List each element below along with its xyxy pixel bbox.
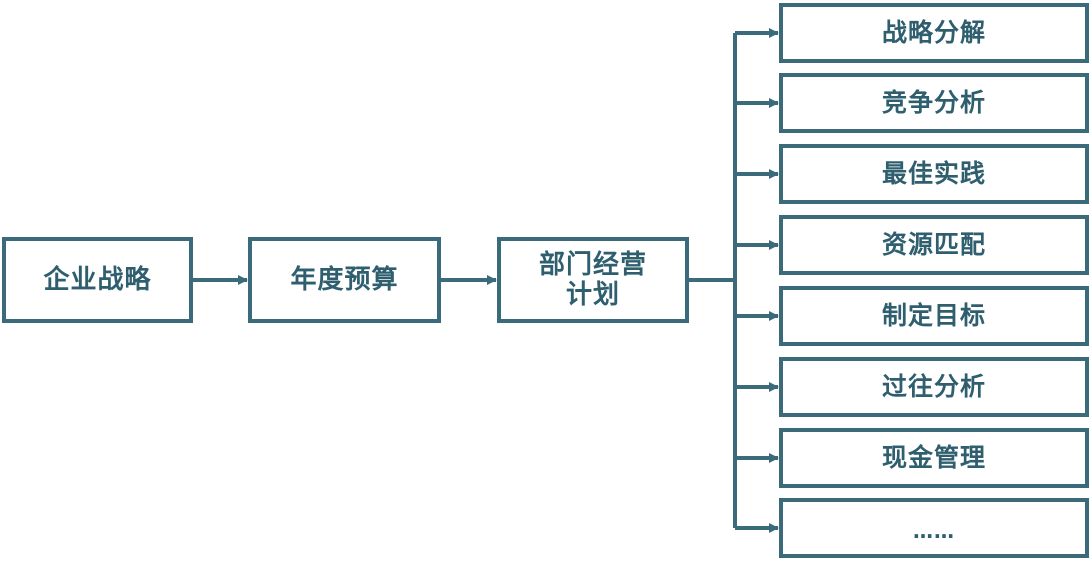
cash-management-label: 现金管理 (881, 443, 986, 472)
past-analysis-node: 过往分析 (779, 357, 1089, 417)
annual-budget-node: 年度预算 (248, 237, 441, 323)
resource-matching-node: 资源匹配 (779, 215, 1089, 275)
enterprise-strategy-node: 企业战略 (2, 237, 193, 323)
best-practice-label: 最佳实践 (881, 159, 986, 188)
strategy-breakdown-label: 战略分解 (881, 18, 986, 47)
enterprise-strategy-label: 企业战略 (43, 265, 152, 295)
more-items-node: …… (779, 498, 1089, 558)
more-items-label: …… (913, 519, 955, 543)
competition-analysis-label: 竞争分析 (881, 88, 986, 117)
cash-management-node: 现金管理 (779, 428, 1089, 488)
annual-budget-label: 年度预算 (290, 265, 399, 295)
department-business-plan-label: 部门经营计划 (538, 250, 647, 310)
goal-setting-node: 制定目标 (779, 286, 1089, 346)
competition-analysis-node: 竞争分析 (779, 73, 1089, 133)
strategy-breakdown-node: 战略分解 (779, 3, 1089, 63)
department-business-plan-node: 部门经营计划 (497, 237, 689, 323)
best-practice-node: 最佳实践 (779, 144, 1089, 204)
goal-setting-label: 制定目标 (881, 301, 986, 330)
past-analysis-label: 过往分析 (881, 372, 986, 401)
resource-matching-label: 资源匹配 (881, 230, 986, 259)
